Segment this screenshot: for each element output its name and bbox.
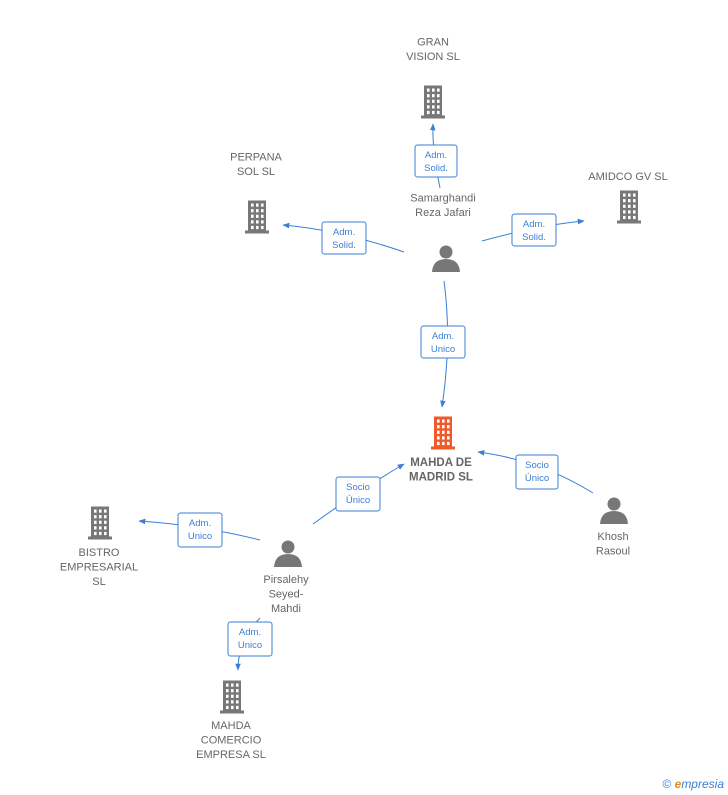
edge-label-line: Unico	[188, 531, 212, 542]
node-label-line: Samarghandi	[410, 193, 475, 205]
node-label-line: Rasoul	[596, 546, 630, 558]
node-label-line: Pirsalehy	[263, 574, 309, 586]
node-label-line: VISION SL	[406, 51, 460, 63]
node-label-line: Khosh	[597, 531, 628, 543]
edge-label-line: Adm.	[523, 219, 545, 230]
edge-label-samar-mahda[interactable]: Adm. Unico	[420, 325, 466, 359]
node-perpana[interactable]: PERPANA SOL SL	[230, 152, 283, 234]
node-label-line: SL	[92, 576, 105, 588]
edge-label-samar-gran[interactable]: Adm. Solid.	[414, 144, 458, 178]
node-label-line: COMERCIO	[201, 735, 262, 747]
node-label-line: MAHDA	[211, 720, 251, 732]
edge-label-line: Solid.	[332, 240, 356, 251]
node-label-line: Reza Jafari	[415, 207, 471, 219]
edge-label-line: Adm.	[425, 150, 447, 161]
edge-label-line: Solid.	[424, 163, 448, 174]
edge-label-pirsa-bistro[interactable]: Adm. Unico	[177, 512, 223, 548]
footer-brand[interactable]: © empresia	[662, 777, 724, 791]
edges-layer	[138, 123, 594, 671]
edge-label-box	[414, 144, 458, 178]
building-icon[interactable]	[431, 416, 455, 450]
edge-label-box	[515, 454, 559, 490]
edge-label-line: Adm.	[239, 627, 261, 638]
brand-name: mpresia	[681, 777, 724, 791]
building-icon[interactable]	[88, 506, 112, 540]
node-mahda[interactable]: MAHDA DE MADRID SL	[409, 416, 473, 484]
node-label-line: AMIDCO GV SL	[588, 171, 667, 183]
brand-initial: e	[674, 777, 682, 791]
edge-label-pirsa-comercio[interactable]: Adm. Unico	[227, 621, 273, 657]
copyright-icon: ©	[662, 777, 672, 791]
node-label-line: PERPANA	[230, 152, 282, 164]
node-label-line: EMPRESARIAL	[60, 562, 138, 574]
person-icon[interactable]	[274, 540, 302, 568]
edge-label-box	[321, 221, 367, 255]
edge-label-line: Único	[525, 473, 549, 484]
edge-label-box	[335, 476, 381, 512]
node-label-line: MADRID SL	[409, 472, 473, 484]
edge-label-box	[177, 512, 223, 548]
node-label-line: Seyed-	[269, 589, 304, 601]
edge-label-line: Unico	[431, 344, 455, 355]
building-icon[interactable]	[421, 85, 445, 119]
edge-label-samar-perpana[interactable]: Adm. Solid.	[321, 221, 367, 255]
edge-label-line: Adm.	[333, 227, 355, 238]
building-icon[interactable]	[245, 200, 269, 234]
node-comercio[interactable]: MAHDA COMERCIO EMPRESA SL	[196, 680, 266, 762]
node-label-line: MAHDA DE	[410, 457, 472, 469]
person-icon[interactable]	[432, 245, 460, 273]
node-label-line: SOL SL	[237, 166, 275, 178]
node-bistro[interactable]: BISTRO EMPRESARIAL SL	[60, 506, 138, 589]
person-icon[interactable]	[600, 497, 628, 525]
node-label-line: BISTRO	[79, 547, 120, 559]
edge-label-line: Socio	[346, 482, 370, 493]
edge-label-line: Adm.	[432, 331, 454, 342]
edge-label-box	[227, 621, 273, 657]
building-icon[interactable]	[220, 680, 244, 714]
building-icon[interactable]	[617, 190, 641, 224]
nodes-layer: GRAN VISION SL PERPANA SOL SL AMIDCO GV SL Sa…	[60, 37, 668, 762]
node-label-line: GRAN	[417, 37, 449, 49]
edge-label-samar-amidco[interactable]: Adm. Solid.	[511, 213, 557, 247]
edge-labels-layer: Adm.Solid.Adm.Solid.Adm.Solid.Adm.UnicoS…	[177, 144, 559, 657]
edge-label-box	[511, 213, 557, 247]
edge-label-line: Adm.	[189, 518, 211, 529]
edge-label-line: Solid.	[522, 232, 546, 243]
node-label-line: EMPRESA SL	[196, 749, 266, 761]
node-gran[interactable]: GRAN VISION SL	[406, 37, 460, 119]
edge-label-line: Unico	[238, 640, 262, 651]
edge-label-line: Único	[346, 495, 370, 506]
edge-label-box	[420, 325, 466, 359]
node-label-line: Mahdi	[271, 603, 301, 615]
edge-label-line: Socio	[525, 460, 549, 471]
node-amidco[interactable]: AMIDCO GV SL	[588, 171, 668, 224]
